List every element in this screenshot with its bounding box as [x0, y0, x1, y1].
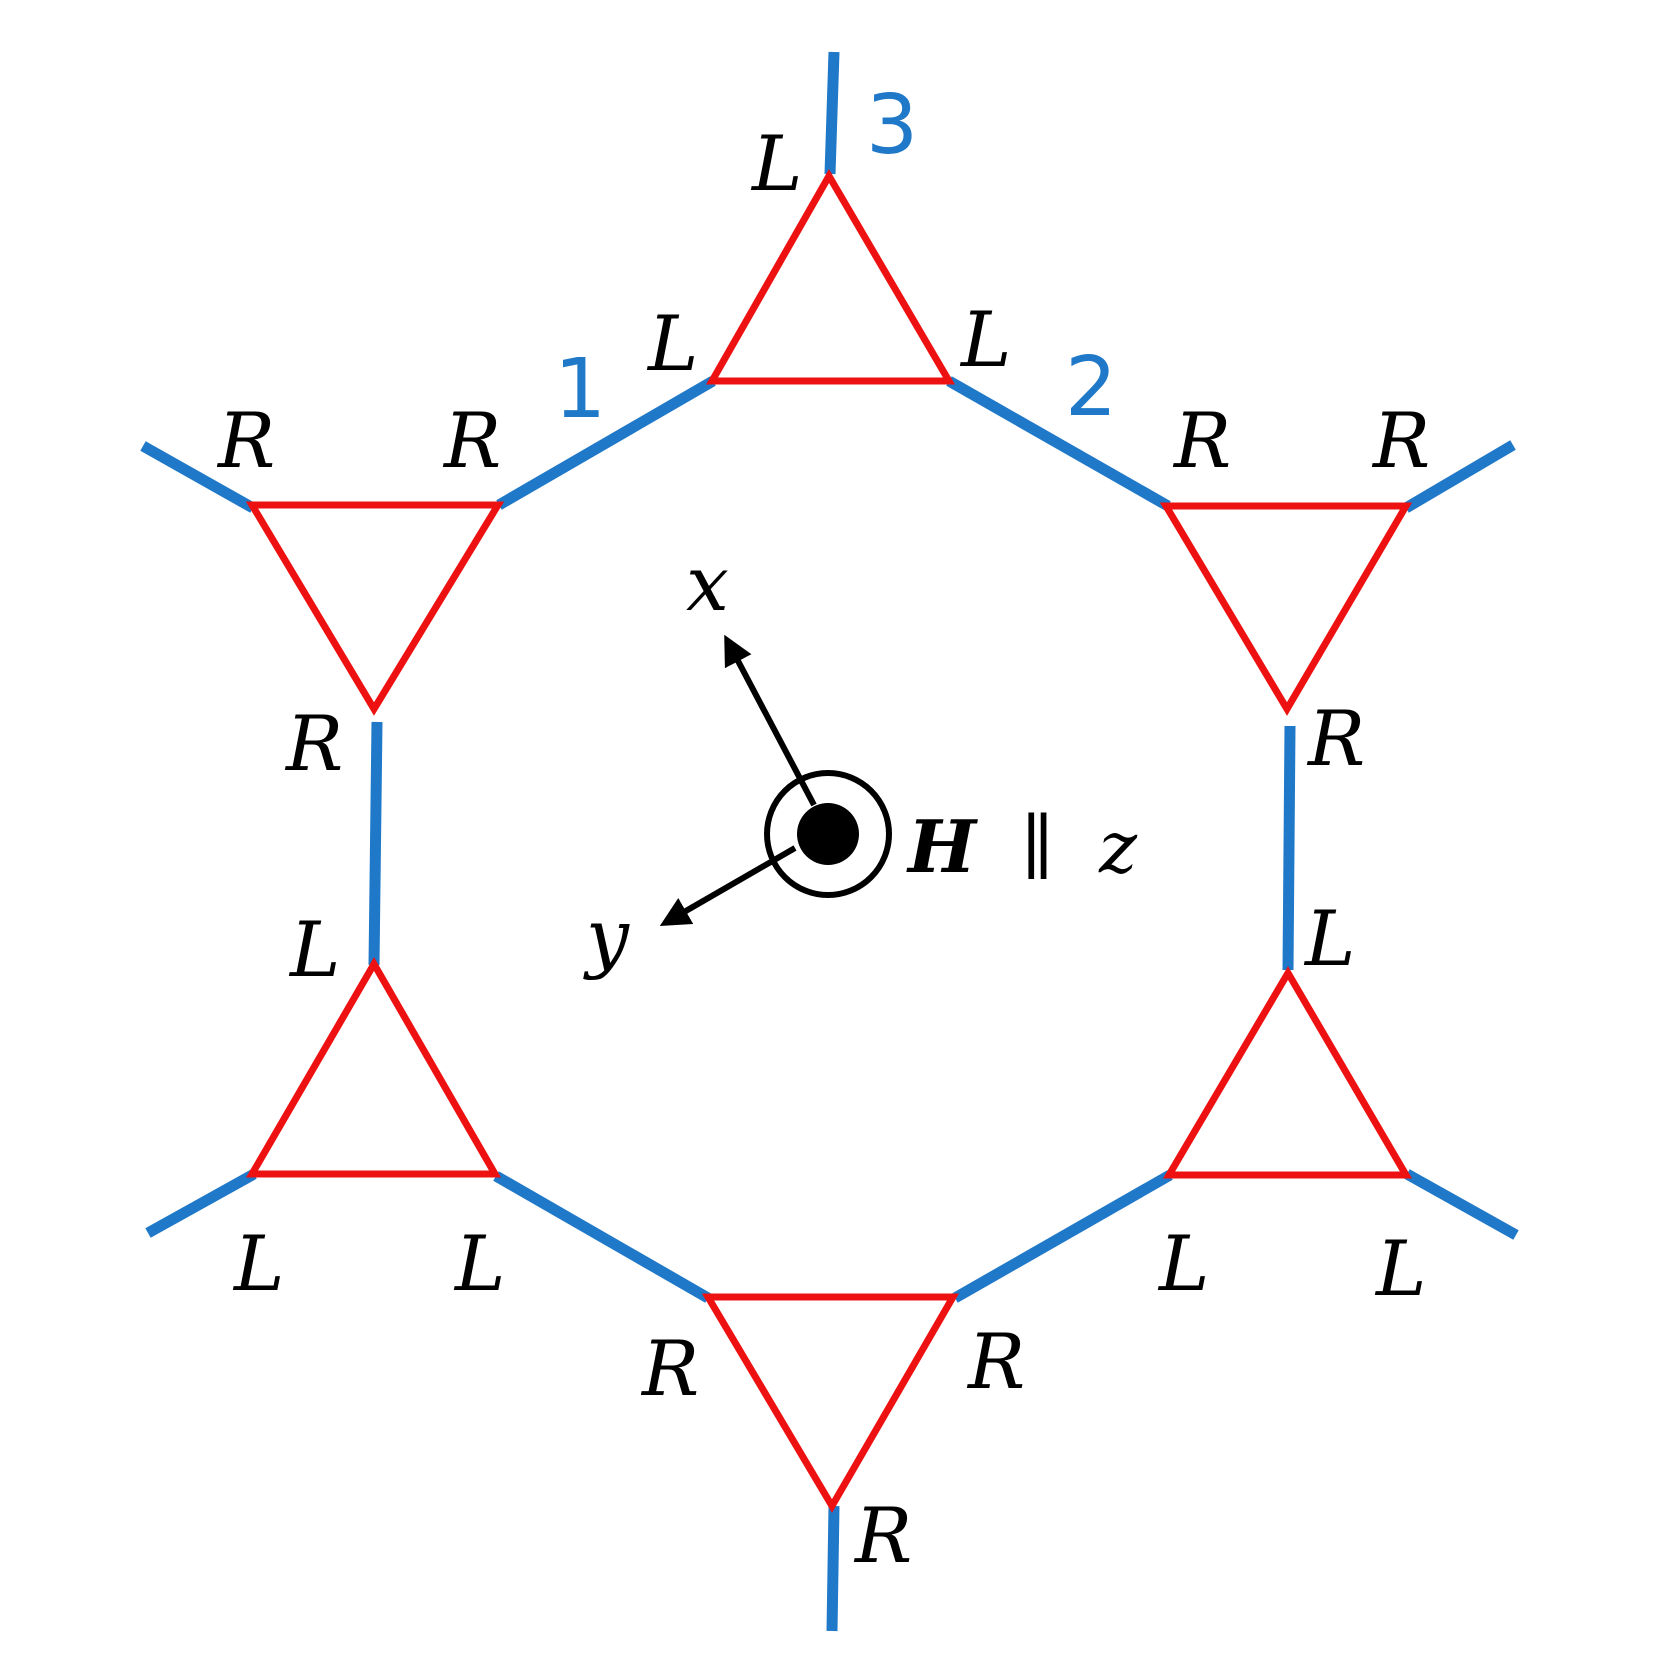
- site-label-upper-left-inner: R: [442, 396, 501, 485]
- bond-3-top: [824, 51, 840, 175]
- site-label-lower-left-outer: L: [232, 1219, 284, 1308]
- parallel-symbol: ∥: [1021, 805, 1054, 889]
- triangle-lower-right: [1162, 966, 1413, 1179]
- x-axis-label: x: [686, 539, 729, 628]
- bond-lower-right: [952, 1170, 1173, 1303]
- bond-outer-upper-right: [1403, 440, 1516, 513]
- site-label-lower-right-apex: L: [1303, 894, 1355, 983]
- axis-labels: x y: [583, 539, 729, 981]
- bond-outer-lower-right: [1404, 1169, 1519, 1240]
- site-label-top-apex: L: [750, 119, 802, 208]
- triangle-lower-left: [245, 957, 502, 1178]
- triangle-top: [705, 169, 956, 385]
- triangle-upper-left: [245, 501, 505, 716]
- bond-lower-left: [493, 1171, 711, 1303]
- site-label-lower-left-apex: L: [288, 905, 340, 994]
- inter-triangle-bonds: [140, 51, 1519, 1632]
- site-label-lower-right-outer: L: [1374, 1224, 1426, 1313]
- triangle-bottom: [701, 1293, 960, 1513]
- triangles: [245, 169, 1413, 1513]
- site-label-upper-left-outer: R: [216, 396, 275, 485]
- y-axis-label: y: [583, 892, 630, 981]
- site-label-upper-left-apex: R: [284, 699, 343, 788]
- site-label-upper-right-apex: R: [1306, 694, 1365, 783]
- site-label-lower-right-inner: L: [1157, 1219, 1209, 1308]
- site-label-bottom-right: R: [966, 1317, 1025, 1406]
- bond-index-1: 1: [554, 342, 606, 437]
- site-label-upper-right-outer: R: [1371, 396, 1430, 485]
- field-vector: H: [906, 804, 978, 889]
- bond-left-vertical: [368, 721, 383, 966]
- site-label-bottom-apex: R: [853, 1491, 912, 1580]
- bond-bottom: [826, 1505, 840, 1632]
- site-labels: L L L R R R R R R L L L L L L R R R: [216, 119, 1430, 1580]
- field-direction-label: H ∥ z: [906, 804, 1138, 889]
- site-label-lower-left-inner: L: [453, 1219, 505, 1308]
- bond-index-labels: 3 1 2: [554, 78, 1117, 437]
- coordinate-axes: [659, 634, 892, 926]
- site-label-top-left: L: [646, 299, 698, 388]
- bond-2-upper-right: [946, 376, 1171, 511]
- site-label-upper-right-inner: R: [1172, 396, 1231, 485]
- site-label-top-right: L: [959, 295, 1011, 384]
- bond-outer-upper-left: [140, 441, 256, 513]
- triangle-upper-right: [1159, 502, 1413, 716]
- field-axis: z: [1098, 805, 1138, 889]
- bond-1-upper-left: [496, 376, 716, 510]
- site-label-bottom-left: R: [640, 1324, 699, 1413]
- dot-in-circle-icon: [764, 770, 892, 898]
- bond-right-vertical: [1282, 725, 1296, 971]
- bond-index-2: 2: [1065, 340, 1117, 435]
- bond-outer-lower-left: [145, 1169, 257, 1238]
- bond-index-3: 3: [866, 78, 918, 173]
